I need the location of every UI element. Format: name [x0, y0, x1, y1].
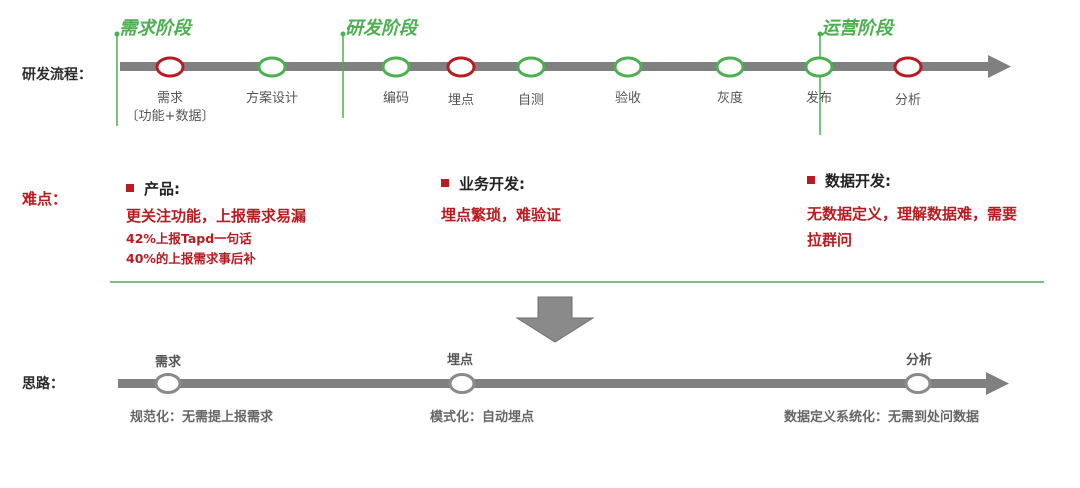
idea-node-sub: 规范化：无需提上报需求 [130, 410, 274, 425]
process-node-label: 方案设计 [245, 91, 298, 106]
process-track [120, 62, 990, 71]
process-node-step [613, 56, 643, 78]
difficulty-main: 更关注功能，上报需求易漏 [126, 207, 307, 225]
idea-node-sub: 数据定义系统化：无需到处问数据 [784, 410, 980, 425]
difficulty-main: 无数据定义，理解数据难，需要拉群问 [807, 205, 1018, 249]
ideas-row-label: 思路： [22, 376, 64, 392]
idea-node [154, 373, 182, 394]
process-node-label: 编码 [382, 91, 409, 106]
difficulty-data-dev: 数据开发: 无数据定义，理解数据难，需要拉群问 [807, 170, 1022, 253]
phase-label-ops: 运营阶段 [821, 18, 893, 39]
idea-node-label: 需求 [154, 355, 181, 370]
phase-marker-dot-requirement [114, 31, 120, 37]
process-node-pain-point [893, 56, 923, 78]
ideas-track [118, 379, 988, 388]
process-node-step [804, 56, 834, 78]
ideas-arrowhead [986, 372, 1009, 395]
idea-node-label: 分析 [905, 353, 932, 368]
process-node-label: 需求 [156, 91, 183, 106]
process-node-label: 灰度 [716, 91, 743, 106]
idea-node-sub: 模式化：自动埋点 [430, 410, 535, 425]
process-node-step [516, 56, 546, 78]
process-node-label: 验收 [614, 91, 641, 106]
difficulty-title: 业务开发: [441, 173, 561, 194]
process-node-pain-point [446, 56, 476, 78]
difficulty-sub: 40%的上报需求事后补 [126, 251, 256, 266]
idea-node [904, 373, 932, 394]
difficulty-business-dev: 业务开发: 埋点繁琐，难验证 [441, 173, 561, 225]
difficulty-sub: 42%上报Tapd一句话 [126, 231, 252, 246]
process-node-label: 分析 [894, 93, 921, 108]
difficulty-product: 产品: 更关注功能，上报需求易漏 42%上报Tapd一句话 40%的上报需求事后… [126, 178, 306, 267]
difficulties-row-label: 难点： [22, 190, 68, 208]
bullet-square-icon [807, 176, 815, 184]
down-arrow-icon [515, 296, 595, 343]
process-node-sub: 〔功能+数据〕 [125, 109, 215, 124]
process-node-step [381, 56, 411, 78]
process-timeline [114, 31, 1011, 135]
difficulty-title: 数据开发: [807, 170, 1022, 191]
difficulty-title: 产品: [126, 178, 306, 199]
process-node-label: 发布 [805, 91, 832, 106]
difficulty-main: 埋点繁琐，难验证 [441, 206, 562, 224]
idea-node [448, 373, 476, 394]
process-row-label: 研发流程： [22, 67, 92, 83]
idea-node-label: 埋点 [446, 353, 473, 368]
process-arrowhead [988, 55, 1011, 78]
phase-label-requirement: 需求阶段 [119, 18, 191, 39]
process-node-step [257, 56, 287, 78]
process-node-label: 自测 [517, 93, 544, 108]
bullet-square-icon [126, 184, 134, 192]
phase-marker-dot-dev [340, 31, 346, 37]
ideas-timeline [118, 372, 1009, 395]
process-node-pain-point [155, 56, 185, 78]
bullet-square-icon [441, 179, 449, 187]
phase-label-dev: 研发阶段 [345, 18, 417, 39]
phase-marker-dot-ops [817, 31, 823, 37]
process-node-step [715, 56, 745, 78]
process-node-label: 埋点 [447, 93, 474, 108]
